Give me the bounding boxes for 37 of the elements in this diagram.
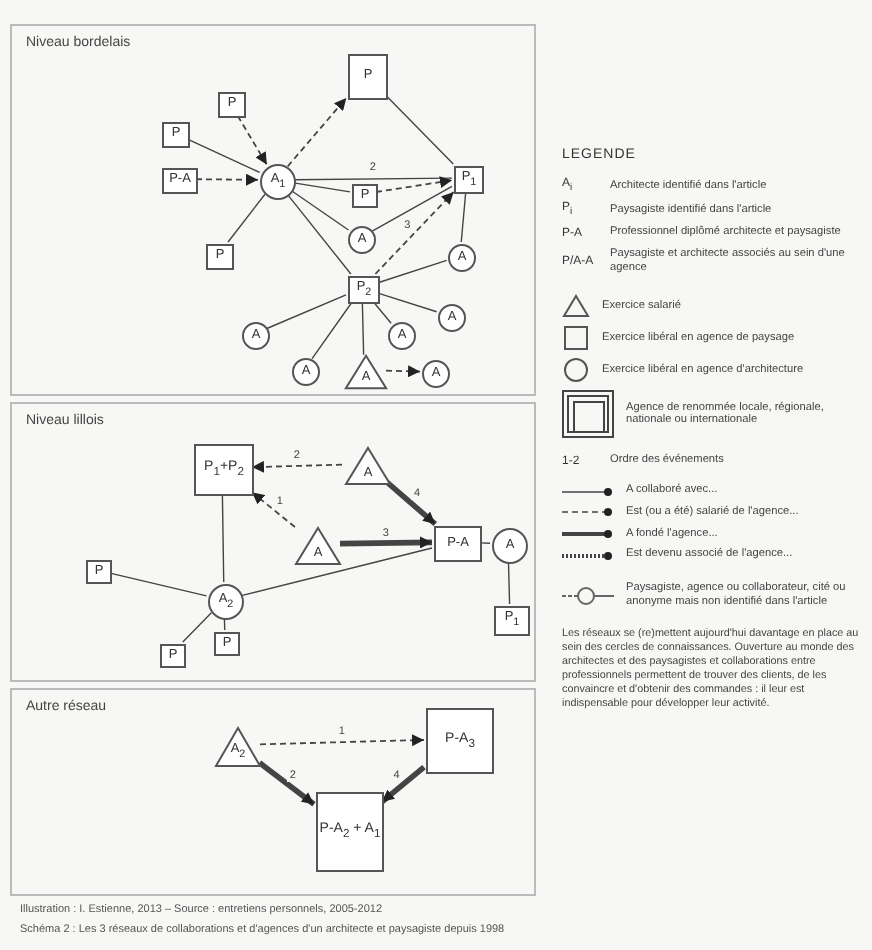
dashed-connector: [374, 191, 455, 275]
connector-line: [311, 301, 353, 360]
connector-line: [377, 292, 438, 313]
connector-line: [266, 294, 347, 330]
connector-line: [182, 612, 213, 643]
connector-line: [377, 259, 448, 284]
connector-line: [293, 182, 351, 193]
connector-line: [371, 185, 453, 232]
connector-line: [383, 478, 438, 527]
panel-frame: [10, 24, 536, 396]
dashed-connector: [251, 491, 296, 528]
connector-line: [221, 493, 225, 583]
connector-line: [293, 177, 453, 181]
connector-line: [380, 764, 426, 805]
dashed-connector: [286, 97, 348, 168]
connector-line: [257, 760, 316, 807]
connector-line: [460, 191, 467, 243]
dashed-connector: [195, 173, 259, 186]
panel-frame: [10, 688, 536, 896]
dashed-connector: [236, 115, 268, 166]
connector-line: [240, 547, 433, 597]
connector-line: [109, 572, 208, 597]
dashed-connector: [251, 460, 343, 473]
connector-line: [372, 301, 392, 324]
panel-frame: [10, 402, 536, 682]
connector-line: [187, 138, 261, 174]
connector-line: [227, 193, 266, 243]
connector-line: [507, 561, 511, 605]
dashed-connector: [385, 365, 421, 378]
connector-line: [339, 536, 433, 549]
dashed-connector: [375, 176, 453, 193]
connector-line: [286, 193, 352, 275]
connector-line: [479, 542, 491, 544]
connector-line: [290, 189, 350, 231]
connector-line: [361, 301, 365, 356]
connector-line: [385, 94, 454, 165]
dashed-connector: [259, 734, 425, 747]
